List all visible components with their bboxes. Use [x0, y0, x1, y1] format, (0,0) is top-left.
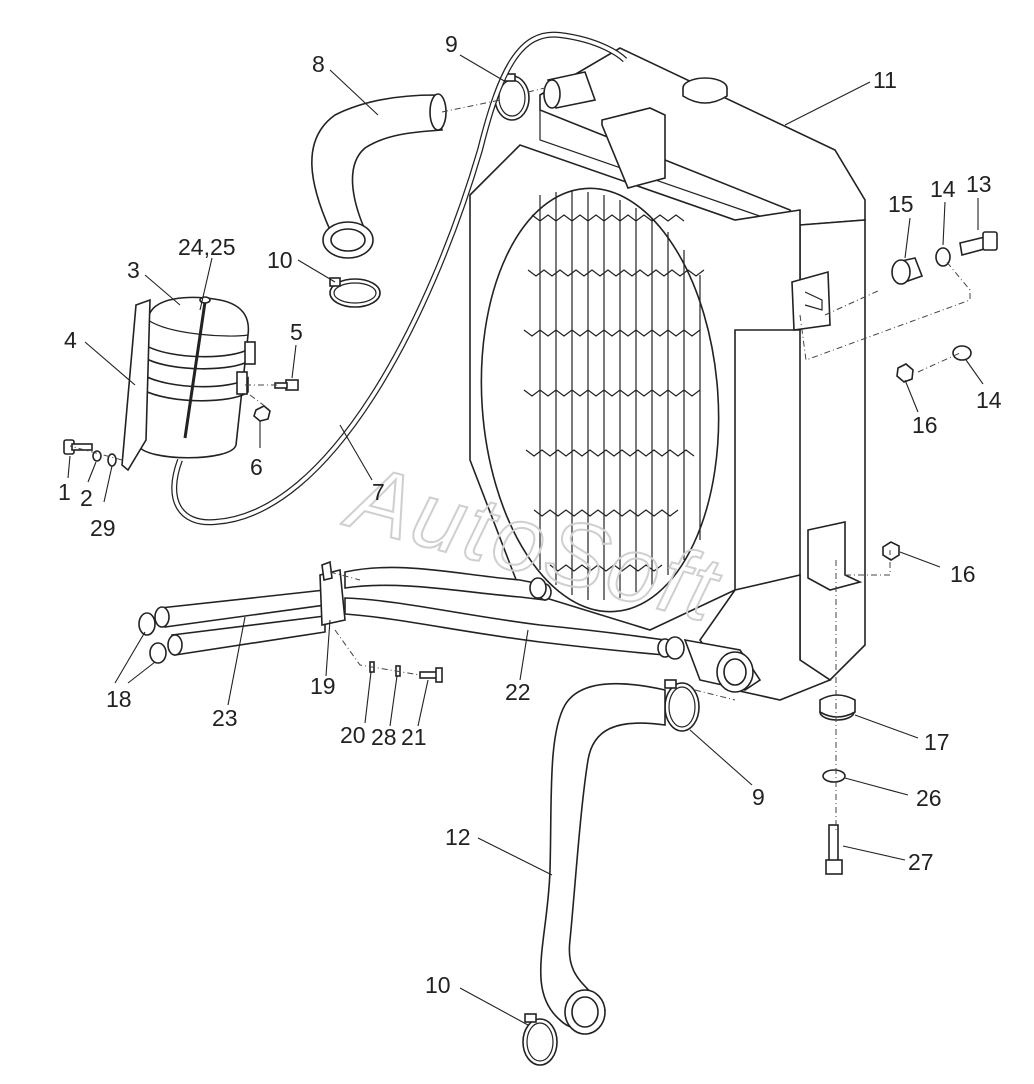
- o-ring-18-top: [138, 612, 156, 636]
- label-6: 6: [250, 454, 263, 480]
- hose-clamp-10-top: [329, 277, 381, 308]
- o-ring-18-bottom: [149, 642, 167, 664]
- bolt-1: [63, 439, 93, 455]
- upper-hose: [311, 93, 447, 259]
- label-18: 18: [106, 686, 132, 712]
- label-10-bottom: 10: [425, 972, 451, 998]
- expansion-tank: [121, 296, 256, 472]
- radiator-core-grid: [523, 190, 705, 600]
- label-21: 21: [401, 724, 427, 750]
- label-14-bottom: 14: [976, 387, 1002, 413]
- clamp-pipe-22-b: [665, 636, 685, 660]
- label-5: 5: [290, 319, 303, 345]
- label-8: 8: [312, 51, 325, 77]
- label-1: 1: [58, 479, 71, 505]
- label-27: 27: [908, 849, 934, 875]
- leader-lines: [67, 54, 984, 1026]
- label-14-top: 14: [930, 176, 956, 202]
- bolt-13: [959, 231, 998, 257]
- washer-14-bottom: [952, 345, 972, 361]
- bolt-21: [419, 667, 443, 683]
- bushing-15: [891, 257, 924, 285]
- label-26: 26: [916, 785, 942, 811]
- label-10-top: 10: [267, 247, 293, 273]
- label-12: 12: [445, 824, 471, 850]
- label-16-top: 16: [912, 412, 938, 438]
- rubber-mount-17: [819, 694, 856, 721]
- callout-labels: 8 9 11 10 3 24,25 4 5 6 1 2 29 7 15 14 1…: [58, 31, 1002, 998]
- label-4: 4: [64, 327, 77, 353]
- label-24-25: 24,25: [178, 234, 236, 260]
- washer-29: [107, 453, 117, 467]
- label-9-top: 9: [445, 31, 458, 57]
- nut-16-top: [896, 363, 914, 383]
- label-7: 7: [372, 479, 385, 505]
- hose-clamp-10-bottom: [522, 1013, 558, 1066]
- bolt-27: [825, 824, 843, 875]
- label-29: 29: [90, 515, 116, 541]
- label-11: 11: [873, 67, 897, 93]
- lower-hose: [539, 682, 666, 1035]
- clamp-pipe-22-a: [529, 577, 547, 599]
- label-20: 20: [340, 722, 366, 748]
- bolt-5: [274, 379, 299, 391]
- pipe-23: [154, 589, 326, 656]
- label-16-bottom: 16: [950, 561, 976, 587]
- label-15: 15: [888, 191, 914, 217]
- washer-14-top: [935, 247, 951, 267]
- label-3: 3: [127, 257, 140, 283]
- hose-clamp-9-bottom: [664, 679, 700, 732]
- label-13: 13: [966, 171, 992, 197]
- nut-16-bottom: [882, 541, 900, 561]
- label-19: 19: [310, 673, 336, 699]
- hose-clamp-9-top: [494, 73, 530, 121]
- label-23: 23: [212, 705, 238, 731]
- label-22: 22: [505, 679, 531, 705]
- label-9-bottom: 9: [752, 784, 765, 810]
- label-2: 2: [80, 485, 93, 511]
- washer-2: [92, 450, 102, 462]
- washer-26: [822, 769, 846, 783]
- radiator: [469, 47, 866, 701]
- label-28: 28: [371, 724, 397, 750]
- bracket-19: [319, 560, 346, 626]
- label-17: 17: [924, 729, 950, 755]
